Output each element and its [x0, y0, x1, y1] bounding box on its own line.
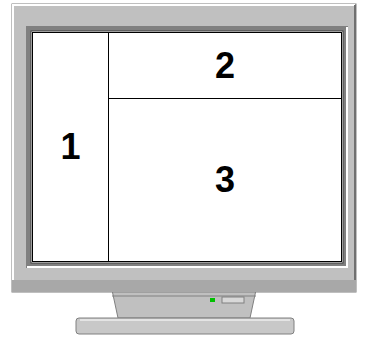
frame-number: 2 [215, 48, 235, 84]
bezel-highlight [13, 5, 355, 291]
screen [31, 31, 343, 263]
frame-number: 1 [60, 129, 80, 165]
frame-number: 3 [215, 162, 235, 198]
power-led [210, 298, 215, 302]
bezel-shadow [13, 5, 355, 291]
frame-box: 1 [32, 32, 109, 262]
monitor-neck [112, 290, 256, 318]
monitor-base [76, 318, 294, 334]
base-highlight [80, 320, 290, 321]
recess-highlight [27, 27, 347, 267]
screen-recess [26, 26, 348, 268]
neck-shade [112, 296, 256, 297]
power-button [222, 297, 244, 303]
frame-box: 2 [108, 32, 342, 99]
frame-box: 3 [108, 98, 342, 262]
bezel-lower-band [12, 280, 356, 292]
monitor-bezel [12, 4, 356, 292]
